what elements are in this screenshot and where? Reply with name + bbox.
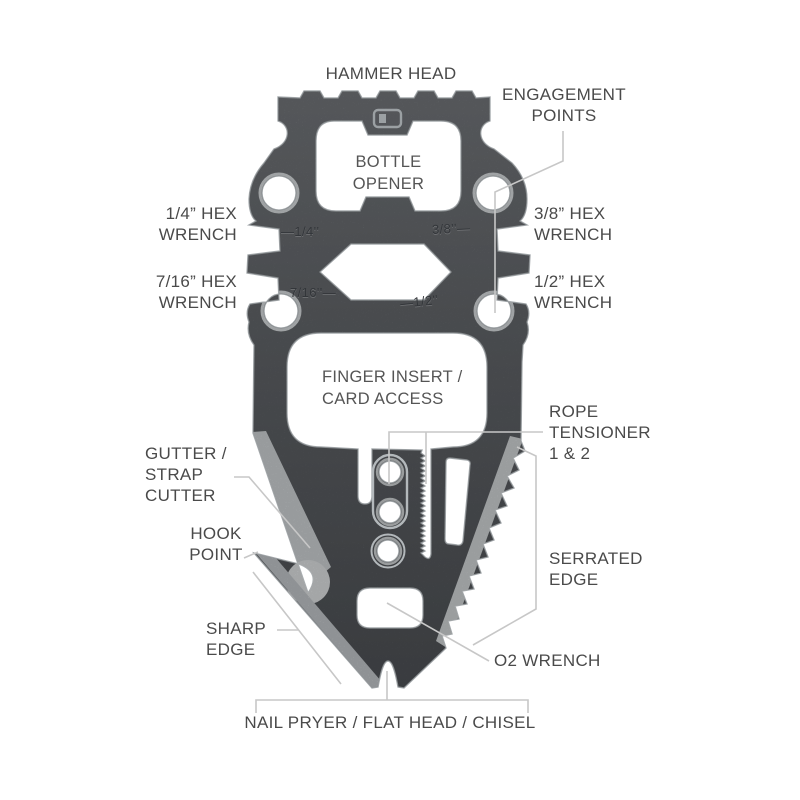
engraving-hex-7-16: 7/16''— [290,285,337,300]
label-hex-3-8: 3/8” HEX WRENCH [534,204,613,244]
leader-sharp-edge-line [252,571,342,685]
leader-nail-pryer-bracket [255,699,529,713]
engraving-hex-3-8: 3/8''— [431,220,471,237]
label-hex-7-16: 7/16” HEX WRENCH [155,272,237,312]
leader-gutter-strap-cutter [234,476,311,549]
leader-engagement-points [494,131,564,313]
leader-o2-wrench [386,602,490,662]
tool-engravings [370,108,409,569]
label-sharp-edge: SHARP EDGE [206,619,267,659]
label-nail-pryer: NAIL PRYER / FLAT HEAD / CHISEL [244,713,536,732]
leader-serrated-edge [472,446,537,646]
label-gutter-strap-cutter: GUTTER / STRAP CUTTER [145,444,227,505]
lower-hole-ring [370,533,406,569]
label-hammer-head: HAMMER HEAD [325,64,457,83]
label-engagement-points: ENGAGEMENT POINTS [502,85,626,125]
label-o2-wrench: O2 WRENCH [494,651,601,670]
engraving-hex-1-4: —1/4'' [281,224,320,239]
label-serrated-edge: SERRATED EDGE [549,549,643,589]
leader-rope-tensioner-1 [388,431,543,484]
label-hex-1-2: 1/2” HEX WRENCH [534,272,613,312]
leader-lines [234,131,564,713]
label-rope-tensioner: ROPE TENSIONER 1 & 2 [549,402,651,463]
leader-hook-point [243,551,259,559]
dango-d-logo-icon [372,108,403,129]
cutout-label-finger-insert: FINGER INSERT / CARD ACCESS [322,368,463,408]
dango-d-logo-bar [379,114,386,123]
label-hex-1-4: 1/4” HEX WRENCH [158,204,237,244]
cutout-label-bottle-opener: BOTTLE OPENER [352,153,425,193]
label-hook-point: HOOK POINT [189,524,243,564]
rope-tensioner-boss-outline [371,453,409,530]
